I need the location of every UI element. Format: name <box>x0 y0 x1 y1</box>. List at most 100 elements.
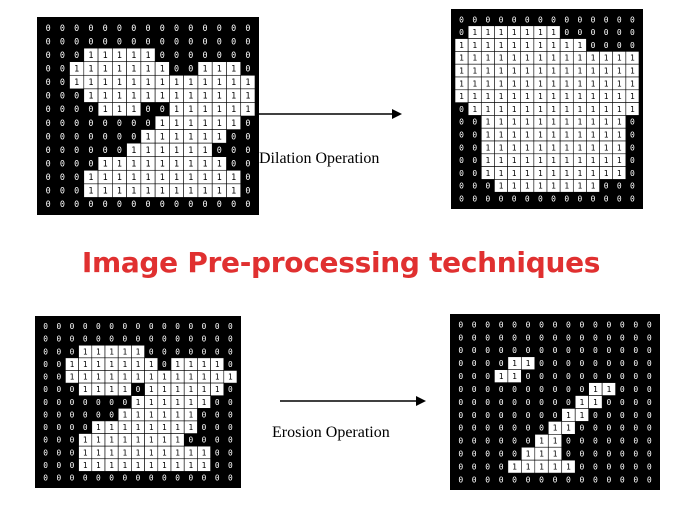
pixel-zero-digit: 0 <box>512 320 517 329</box>
pixel-one-digit: 1 <box>70 360 75 369</box>
pixel-zero-digit: 0 <box>188 347 193 356</box>
pixel-zero-digit: 0 <box>46 91 51 101</box>
pixel-zero-digit: 0 <box>458 398 463 407</box>
pixel-one-digit: 1 <box>512 41 517 50</box>
pixel-zero-digit: 0 <box>122 322 127 331</box>
pixel-zero-digit: 0 <box>56 360 61 369</box>
pixel-one-digit: 1 <box>551 28 556 37</box>
pixel-one-digit: 1 <box>174 118 179 128</box>
pixel-one-digit: 1 <box>551 118 556 127</box>
pixel-zero-digit: 0 <box>564 28 569 37</box>
pixel-zero-digit: 0 <box>647 475 652 484</box>
pixel-one-digit: 1 <box>88 186 93 196</box>
pixel-one-digit: 1 <box>122 423 127 432</box>
pixel-zero-digit: 0 <box>74 186 79 196</box>
pixel-one-digit: 1 <box>538 79 543 88</box>
pixel-zero-digit: 0 <box>647 372 652 381</box>
pixel-one-digit: 1 <box>526 450 531 459</box>
pixel-zero-digit: 0 <box>136 322 141 331</box>
pixel-one-digit: 1 <box>525 66 530 75</box>
dilation-operation-label: Dilation Operation <box>259 150 380 167</box>
pixel-one-digit: 1 <box>162 423 167 432</box>
pixel-one-digit: 1 <box>512 169 517 178</box>
pixel-zero-digit: 0 <box>472 398 477 407</box>
pixel-one-digit: 1 <box>472 41 477 50</box>
pixel-zero-digit: 0 <box>245 64 250 74</box>
pixel-zero-digit: 0 <box>131 118 136 128</box>
pixel-zero-digit: 0 <box>553 398 558 407</box>
pixel-one-digit: 1 <box>174 91 179 101</box>
pixel-zero-digit: 0 <box>149 347 154 356</box>
pixel-one-digit: 1 <box>538 130 543 139</box>
pixel-zero-digit: 0 <box>617 41 622 50</box>
pixel-one-digit: 1 <box>485 105 490 114</box>
pixel-zero-digit: 0 <box>620 475 625 484</box>
pixel-one-digit: 1 <box>591 143 596 152</box>
pixel-zero-digit: 0 <box>74 159 79 169</box>
pixel-one-digit: 1 <box>485 118 490 127</box>
pixel-zero-digit: 0 <box>580 424 585 433</box>
pixel-zero-digit: 0 <box>231 199 236 209</box>
pixel-zero-digit: 0 <box>109 398 114 407</box>
pixel-one-digit: 1 <box>122 461 127 470</box>
pixel-zero-digit: 0 <box>70 347 75 356</box>
pixel-zero-digit: 0 <box>580 346 585 355</box>
pixel-zero-digit: 0 <box>566 333 571 342</box>
pixel-zero-digit: 0 <box>606 346 611 355</box>
pixel-one-digit: 1 <box>525 118 530 127</box>
pixel-zero-digit: 0 <box>485 359 490 368</box>
pixel-one-cell <box>574 408 589 422</box>
pixel-zero-digit: 0 <box>593 475 598 484</box>
pixel-zero-digit: 0 <box>647 462 652 471</box>
pixel-zero-digit: 0 <box>606 437 611 446</box>
pixel-zero-digit: 0 <box>499 320 504 329</box>
pixel-one-digit: 1 <box>175 436 180 445</box>
pixel-one-digit: 1 <box>525 54 530 63</box>
pixel-one-digit: 1 <box>485 156 490 165</box>
pixel-one-digit: 1 <box>131 50 136 60</box>
pixel-zero-digit: 0 <box>617 15 622 24</box>
pixel-one-cell <box>612 166 627 180</box>
pixel-zero-digit: 0 <box>217 50 222 60</box>
pixel-one-digit: 1 <box>551 130 556 139</box>
pixel-one-digit: 1 <box>174 77 179 87</box>
pixel-zero-digit: 0 <box>56 461 61 470</box>
pixel-zero-digit: 0 <box>103 23 108 33</box>
pixel-zero-digit: 0 <box>83 398 88 407</box>
pixel-one-digit: 1 <box>525 28 530 37</box>
pixel-one-digit: 1 <box>188 360 193 369</box>
pixel-zero-digit: 0 <box>499 398 504 407</box>
pixel-one-digit: 1 <box>217 131 222 141</box>
pixel-zero-digit: 0 <box>580 385 585 394</box>
pixel-zero-digit: 0 <box>231 23 236 33</box>
pixel-one-cell <box>588 395 603 409</box>
pixel-zero-digit: 0 <box>633 385 638 394</box>
pixel-zero-digit: 0 <box>593 333 598 342</box>
pixel-one-digit: 1 <box>551 182 556 191</box>
pixel-one-digit: 1 <box>131 145 136 155</box>
pixel-one-digit: 1 <box>617 79 622 88</box>
pixel-one-digit: 1 <box>617 54 622 63</box>
pixel-one-digit: 1 <box>188 145 193 155</box>
pixel-zero-digit: 0 <box>60 104 65 114</box>
pixel-one-digit: 1 <box>539 437 544 446</box>
pixel-zero-digit: 0 <box>117 131 122 141</box>
pixel-one-digit: 1 <box>175 398 180 407</box>
pixel-zero-digit: 0 <box>228 461 233 470</box>
pixel-zero-digit: 0 <box>56 474 61 483</box>
pixel-one-digit: 1 <box>553 462 558 471</box>
pixel-one-digit: 1 <box>551 169 556 178</box>
pixel-zero-digit: 0 <box>566 398 571 407</box>
pixel-zero-digit: 0 <box>245 172 250 182</box>
pixel-zero-digit: 0 <box>553 385 558 394</box>
pixel-one-digit: 1 <box>459 92 464 101</box>
pixel-one-digit: 1 <box>174 104 179 114</box>
pixel-zero-digit: 0 <box>74 172 79 182</box>
pixel-zero-digit: 0 <box>70 423 75 432</box>
pixel-zero-digit: 0 <box>60 118 65 128</box>
pixel-one-digit: 1 <box>499 66 504 75</box>
pixel-one-digit: 1 <box>551 79 556 88</box>
pixel-one-cell <box>561 459 576 474</box>
pixel-zero-digit: 0 <box>604 15 609 24</box>
